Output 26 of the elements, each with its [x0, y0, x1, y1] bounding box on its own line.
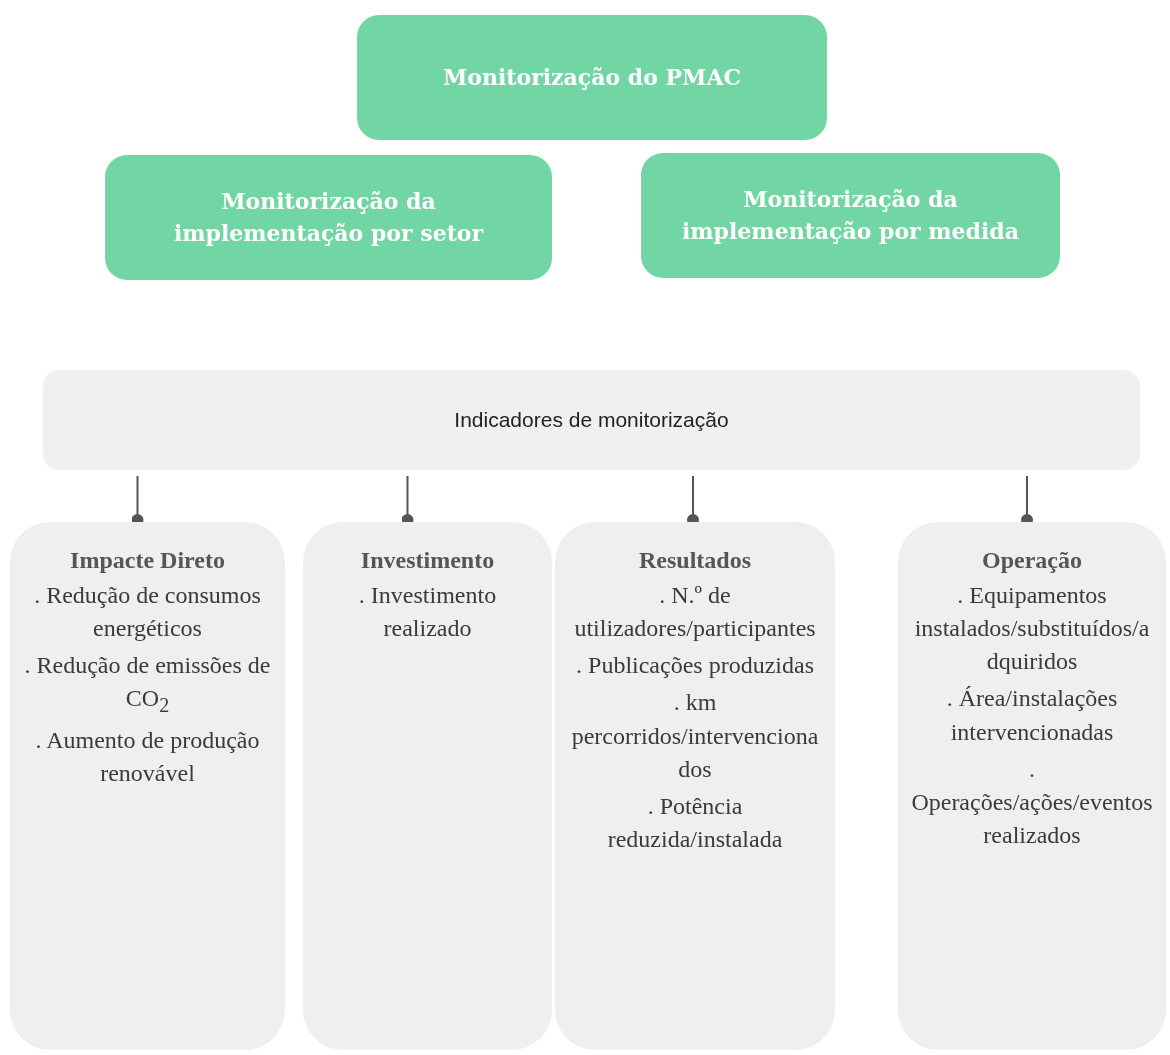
- indicator-item: . N.º de utilizadores/participantes: [573, 581, 817, 644]
- indicator-item: . km percorridos/intervencionados: [570, 688, 820, 784]
- indicator-item: . Publicações produzidas: [576, 651, 814, 681]
- card-heading: Resultados: [639, 546, 751, 575]
- indicator-item: . Aumento de produção renovável: [34, 725, 261, 788]
- monitoring-box: [357, 15, 827, 140]
- indicator-card: [10, 522, 285, 1050]
- indicator-card: [898, 522, 1166, 1050]
- indicator-item: . Equipamentos instalados/substituídos/adquiridos: [913, 581, 1151, 677]
- box-label: Monitorização da implementação por medida: [681, 184, 1020, 246]
- indicator-card: [303, 522, 552, 1050]
- indicator-card: [555, 522, 835, 1050]
- box-label: Monitorização do PMAC: [441, 62, 743, 92]
- indicator-item: . Redução de consumos energéticos: [33, 581, 262, 644]
- indicator-item: . Redução de emissões de CO$_{2}$: [23, 651, 272, 719]
- indicator-item: . Operações/ações/eventos realizados: [910, 754, 1154, 850]
- card-heading: Impacte Direto: [70, 546, 225, 575]
- indicator-item: . Investimento realizado: [357, 581, 498, 644]
- indicator-item: . Área/instalações intervencionadas: [945, 684, 1119, 747]
- monitoring-box: [105, 155, 552, 280]
- box-label: Monitorização da implementação por setor: [172, 186, 485, 248]
- card-heading: Operação: [982, 546, 1082, 575]
- card-heading: Investimento: [360, 546, 495, 575]
- indicator-item: . Potência reduzida/instalada: [606, 791, 784, 854]
- monitoring-box: [641, 153, 1060, 278]
- box-label: Indicadores de monitorização: [454, 408, 729, 432]
